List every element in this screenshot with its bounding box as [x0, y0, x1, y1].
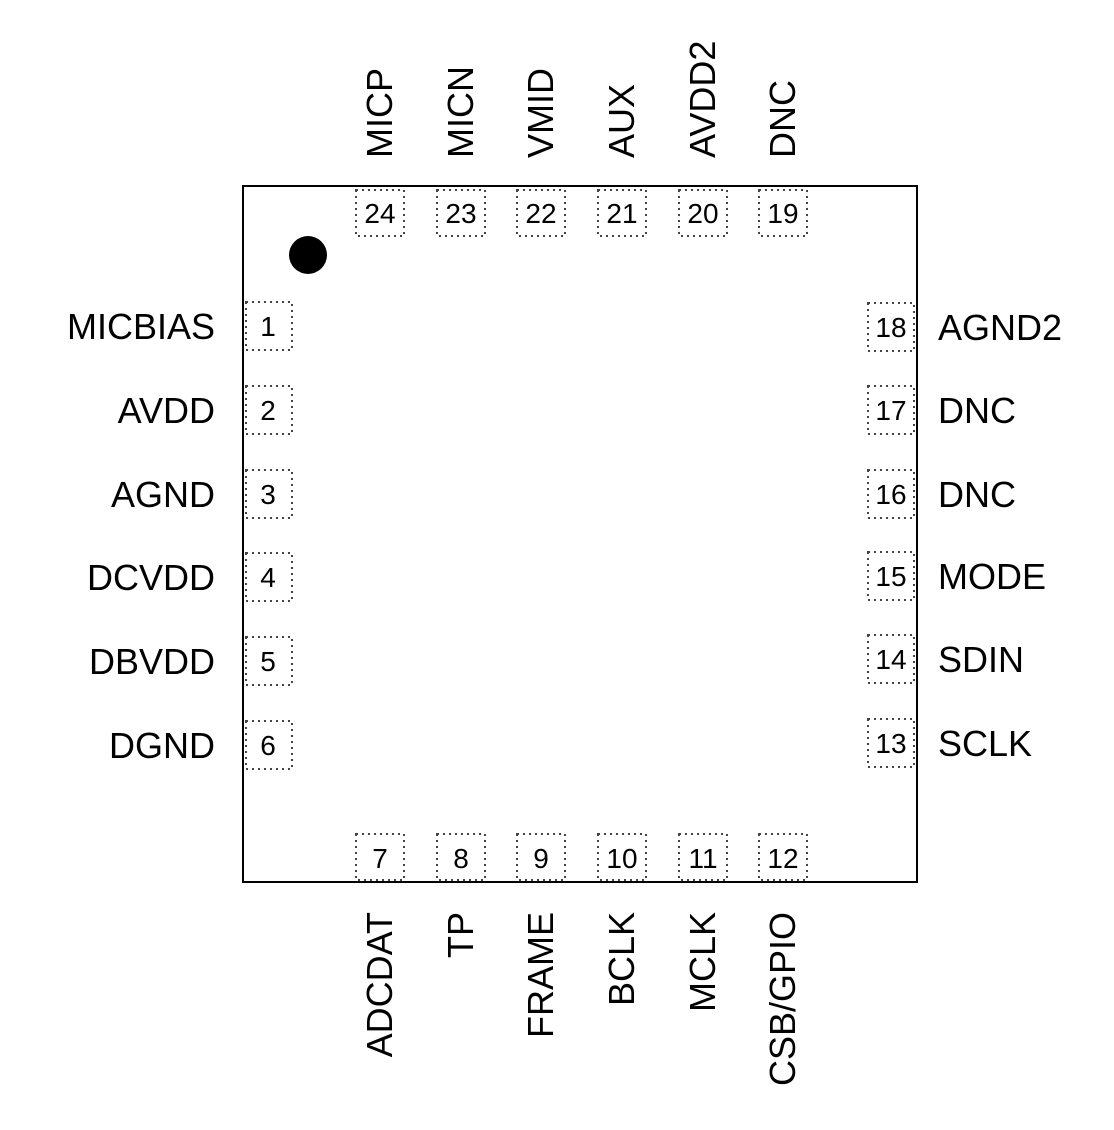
pin-number-3: 3 — [260, 479, 276, 510]
pin-pad-10 — [597, 833, 647, 881]
pin-name-20: AVDD2 — [682, 41, 723, 158]
pin-name-8: TP — [440, 912, 481, 958]
pin-pad-7 — [355, 833, 405, 881]
pin-number-1: 1 — [260, 311, 276, 342]
pin-number-9: 9 — [533, 843, 549, 874]
pin-name-5: DBVDD — [89, 641, 215, 682]
pin-pad-12 — [758, 833, 808, 881]
pin-name-2: AVDD — [118, 390, 215, 431]
pin1-marker-dot — [289, 236, 327, 274]
pin-number-21: 21 — [606, 198, 637, 229]
pin-pad-5 — [245, 636, 293, 686]
pin-number-13: 13 — [875, 728, 906, 759]
pin-number-19: 19 — [767, 198, 798, 229]
pin-name-18: AGND2 — [938, 307, 1062, 348]
pin-number-14: 14 — [875, 644, 906, 675]
pin-number-22: 22 — [525, 198, 556, 229]
pin-name-7: ADCDAT — [359, 912, 400, 1057]
package-body — [242, 185, 918, 883]
pin-pad-1 — [245, 301, 293, 351]
pin-number-7: 7 — [372, 843, 388, 874]
pin-pad-8 — [436, 833, 486, 881]
pin-pad-13 — [867, 718, 915, 768]
pin-pad-4 — [245, 552, 293, 602]
pin-pad-22 — [516, 189, 566, 237]
pin-name-9: FRAME — [520, 912, 561, 1038]
pin-number-8: 8 — [453, 843, 469, 874]
pin-pad-11 — [678, 833, 728, 881]
pin-name-15: MODE — [938, 556, 1046, 597]
pin-number-12: 12 — [767, 843, 798, 874]
pin-name-19: DNC — [762, 80, 803, 158]
pin-number-18: 18 — [875, 312, 906, 343]
pin-name-1: MICBIAS — [67, 306, 215, 347]
pin-name-17: DNC — [938, 390, 1016, 431]
pin-name-3: AGND — [111, 474, 215, 515]
pin-pad-18 — [867, 302, 915, 352]
pin-name-13: SCLK — [938, 723, 1032, 764]
pin-number-15: 15 — [875, 561, 906, 592]
pin-pad-23 — [436, 189, 486, 237]
pin-number-17: 17 — [875, 395, 906, 426]
pin-number-11: 11 — [688, 843, 717, 874]
pin-name-11: MCLK — [682, 912, 723, 1012]
pins-layer: 1 MICBIAS 2 AVDD 3 AGND 4 DCVDD 5 DBVDD 6 DGND 13 SCL… — [67, 41, 1062, 1086]
pin-number-16: 16 — [875, 479, 906, 510]
pin-pad-9 — [516, 833, 566, 881]
pin-name-22: VMID — [520, 68, 561, 158]
pin-pad-24 — [355, 189, 405, 237]
pin-name-12: CSB/GPIO — [762, 912, 803, 1086]
pin-number-10: 10 — [606, 843, 637, 874]
pin-name-10: BCLK — [601, 912, 642, 1006]
pin-pad-16 — [867, 469, 915, 519]
pin-number-23: 23 — [445, 198, 476, 229]
pin-pad-6 — [245, 720, 293, 770]
pin-number-2: 2 — [260, 395, 276, 426]
pin-number-4: 4 — [260, 562, 276, 593]
pin-name-6: DGND — [109, 725, 215, 766]
pin-pad-15 — [867, 551, 915, 601]
pin-pad-19 — [758, 189, 808, 237]
pin-name-24: MICP — [359, 68, 400, 158]
pin-pad-2 — [245, 385, 293, 435]
pin-pad-17 — [867, 385, 915, 435]
pin-name-14: SDIN — [938, 639, 1024, 680]
pin-pad-14 — [867, 634, 915, 684]
pin-pad-3 — [245, 469, 293, 519]
pin-name-16: DNC — [938, 474, 1016, 515]
pin-number-5: 5 — [260, 646, 276, 677]
pin-name-4: DCVDD — [87, 557, 215, 598]
pin-pad-20 — [678, 189, 728, 237]
pin-name-21: AUX — [601, 84, 642, 158]
pin-pad-21 — [597, 189, 647, 237]
pin-name-23: MICN — [440, 66, 481, 158]
pin-number-6: 6 — [260, 730, 276, 761]
pin-number-24: 24 — [364, 198, 395, 229]
pin-number-20: 20 — [687, 198, 718, 229]
